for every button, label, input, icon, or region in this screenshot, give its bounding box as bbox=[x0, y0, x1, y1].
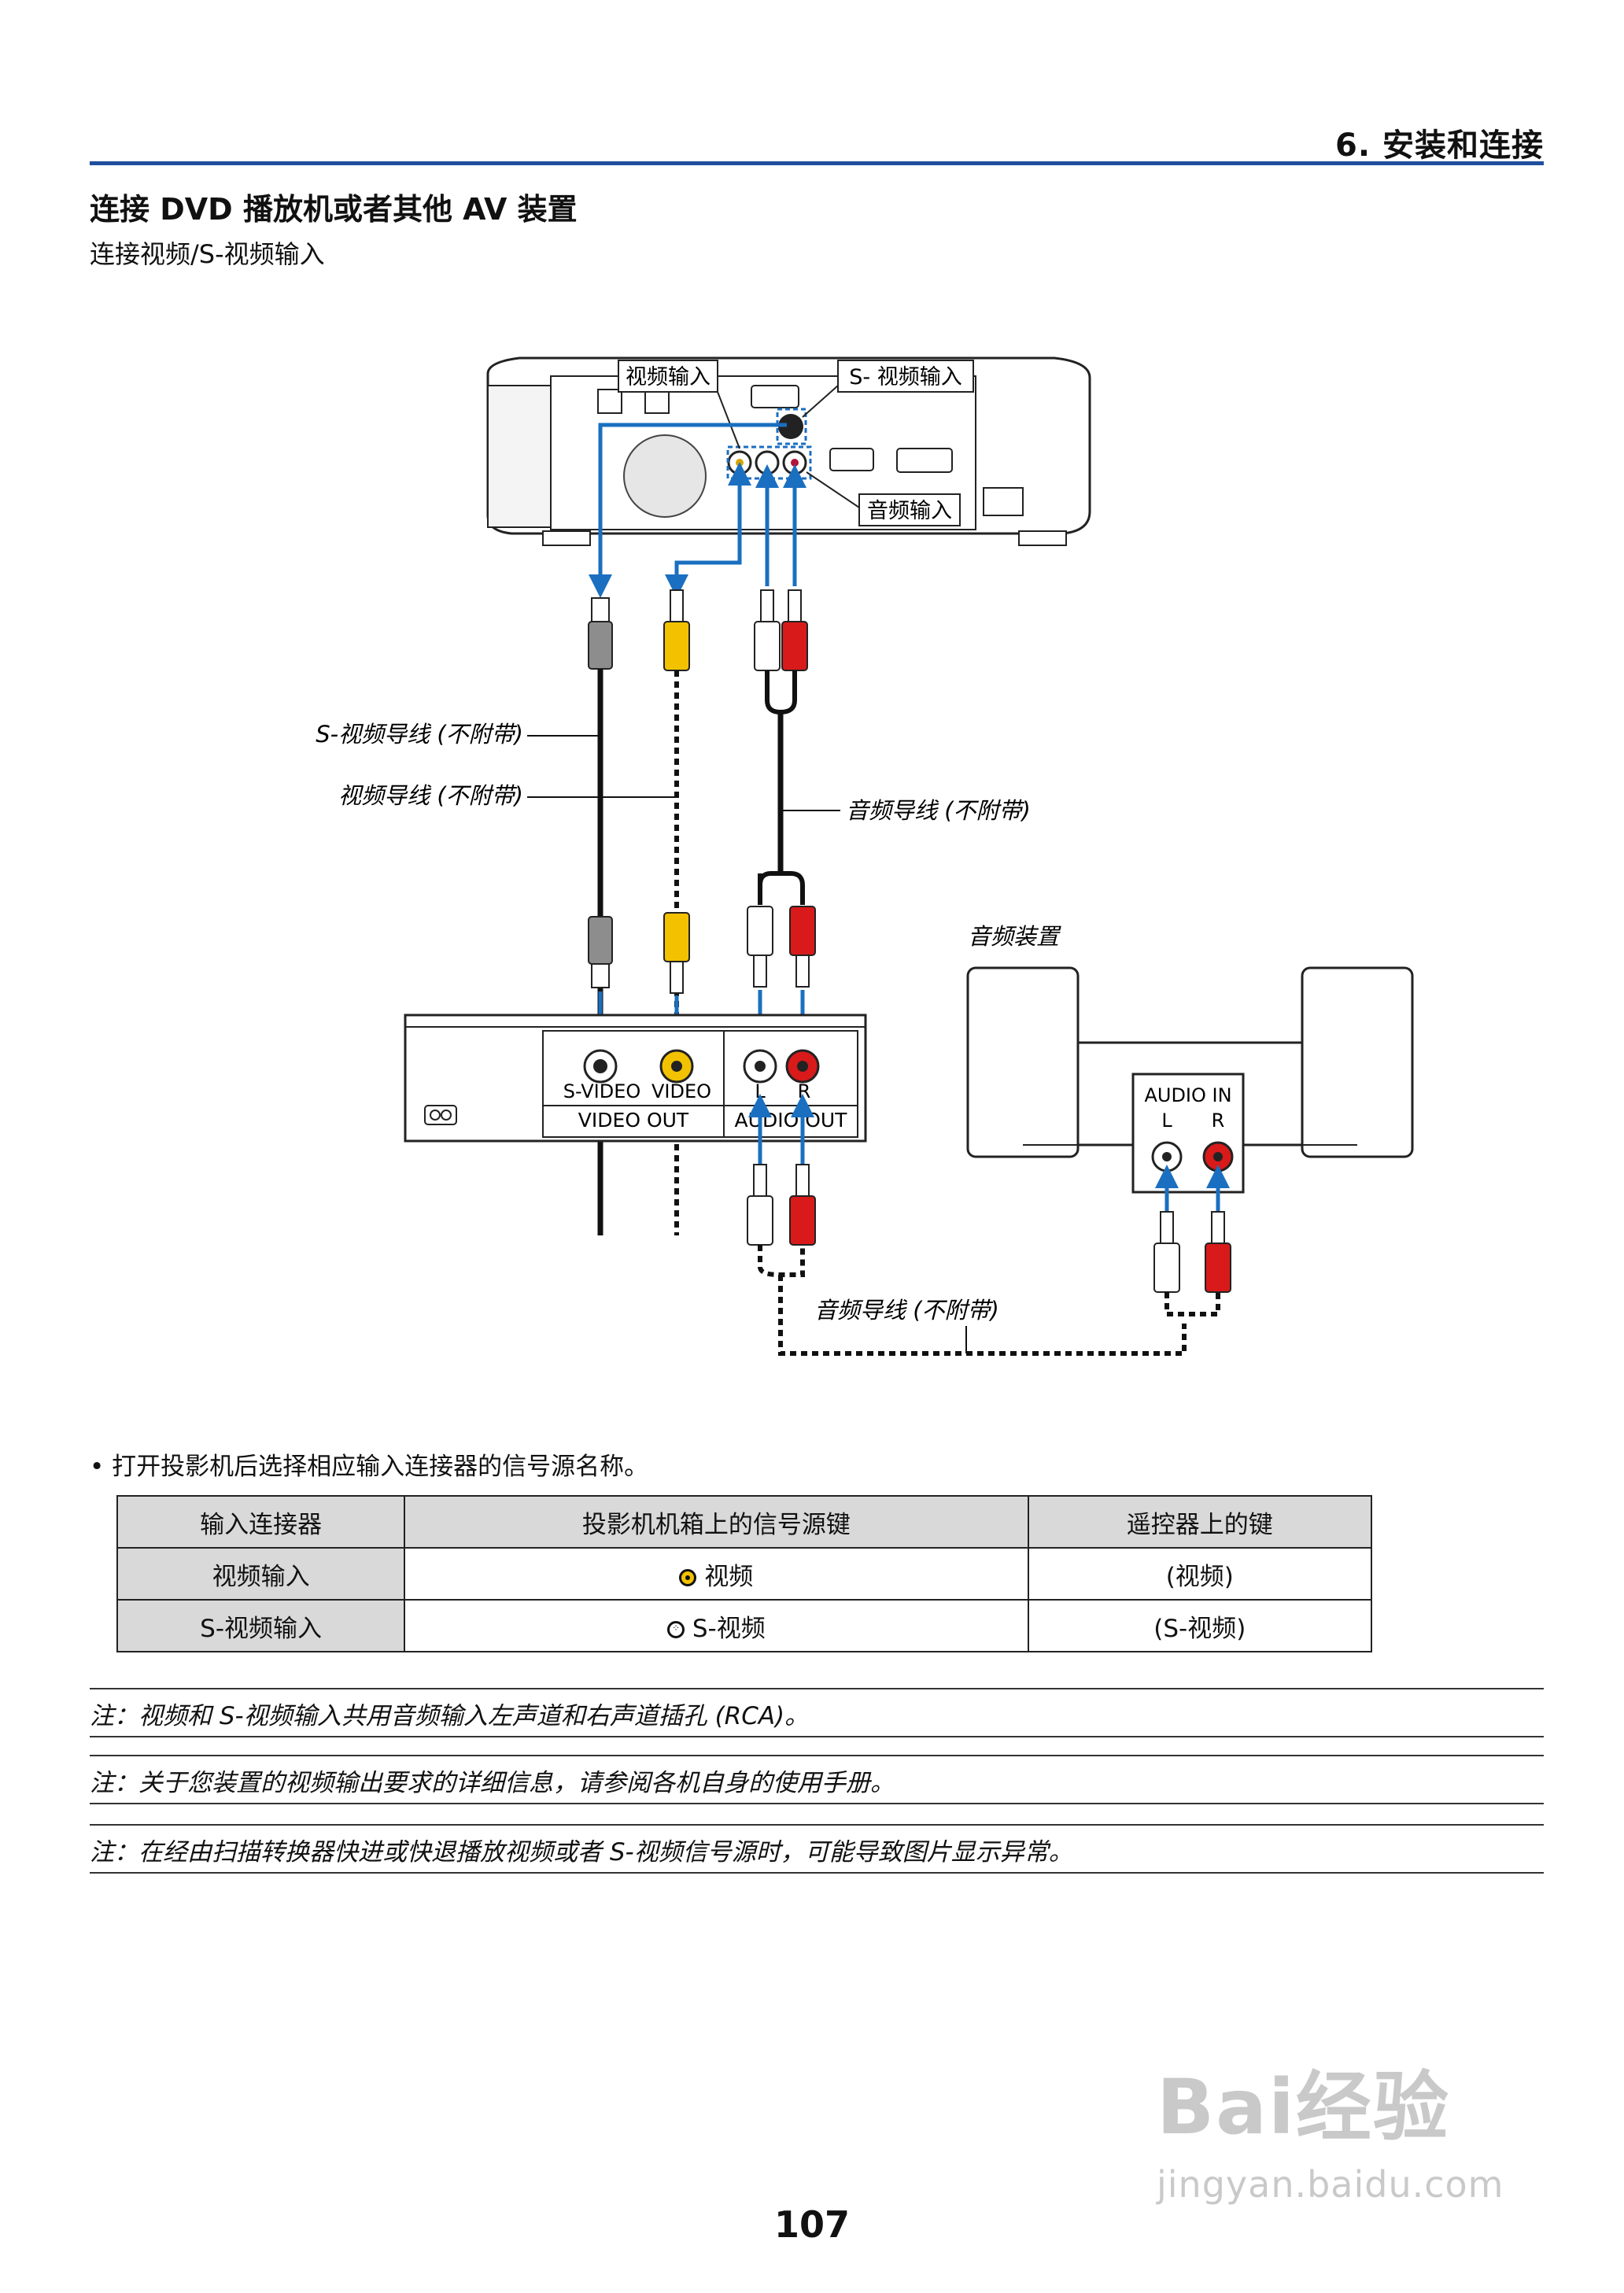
projector-svideo-port bbox=[778, 414, 803, 439]
audio-in-label: 音频输入 bbox=[867, 499, 952, 523]
audio-device-arrows bbox=[1155, 1165, 1230, 1212]
dvd-l-label: L bbox=[755, 1080, 766, 1102]
video-jack-icon bbox=[679, 1569, 697, 1586]
dashed-audio-cable bbox=[758, 1245, 1187, 1356]
table-row: 视频输入 视频 (视频) bbox=[116, 1547, 1373, 1601]
audio-device-plugs bbox=[1153, 1211, 1231, 1316]
top-plugs bbox=[588, 589, 808, 671]
dvd-audio-plugs bbox=[747, 1164, 816, 1246]
note-3: 注：在经由扫描转换器快进或快退播放视频或者 S-视频信号源时，可能导致图片显示异… bbox=[90, 1824, 1544, 1874]
note-1: 注：视频和 S-视频输入共用音频输入左声道和右声道插孔 (RCA)。 bbox=[90, 1688, 1544, 1737]
page-number: 107 bbox=[773, 2203, 851, 2246]
projector: 视频输入 S- 视频输入 音频输入 bbox=[486, 356, 1091, 546]
dvd-video-label: VIDEO bbox=[651, 1080, 711, 1102]
connection-diagram: 视频输入 S- 视频输入 音频输入 S-视频导线 (不附带) 视频 bbox=[316, 356, 1414, 1356]
source-key-table: 输入连接器 投影机机箱上的信号源键 遥控器上的键 视频输入 视频 (视频) S-… bbox=[116, 1495, 1373, 1652]
dvd-player: S-VIDEO VIDEO L R VIDEO OUT AUDIO OUT bbox=[404, 1014, 867, 1143]
projector-connections bbox=[589, 423, 806, 598]
table-header: 投影机机箱上的信号源键 bbox=[404, 1495, 1029, 1549]
remote-key-cell: (视频) bbox=[1027, 1547, 1373, 1601]
chapter-heading: 6. 安装和连接 bbox=[1335, 127, 1544, 164]
cabinet-key-cell: 视频 bbox=[404, 1547, 1029, 1601]
note-2: 注：关于您装置的视频输出要求的详细信息，请参阅各机自身的使用手册。 bbox=[90, 1755, 1544, 1804]
dvd-video-out-label: VIDEO OUT bbox=[578, 1109, 689, 1132]
remote-key-cell: (S-视频) bbox=[1027, 1599, 1373, 1652]
connector-cell: S-视频输入 bbox=[116, 1599, 406, 1652]
video-cable-label: 视频导线 (不附带) bbox=[338, 782, 523, 809]
audio-device-l-label: L bbox=[1161, 1110, 1172, 1132]
svideo-cable-label: S-视频导线 (不附带) bbox=[316, 721, 523, 748]
audio-cable-label: 音频导线 (不附带) bbox=[846, 797, 1031, 824]
dvd-r-label: R bbox=[798, 1080, 811, 1102]
header-divider bbox=[90, 161, 1544, 165]
section-title: 连接 DVD 播放机或者其他 AV 装置 bbox=[90, 192, 578, 227]
instruction-bullet: • 打开投影机后选择相应输入连接器的信号源名称。 bbox=[90, 1453, 649, 1481]
dvd-audio-out-label: AUDIO OUT bbox=[735, 1109, 848, 1132]
projector-audio-l-port bbox=[755, 450, 780, 475]
baidu-watermark: Bai经验 jingyan.baidu.com bbox=[1157, 2063, 1504, 2206]
section-subtitle: 连接视频/S-视频输入 bbox=[90, 239, 325, 269]
video-in-label: 视频输入 bbox=[626, 365, 710, 390]
audio-device-label: 音频装置 bbox=[968, 923, 1061, 950]
cabinet-key-cell: ⁘ S-视频 bbox=[404, 1599, 1029, 1652]
dvd-svideo-label: S-VIDEO bbox=[563, 1080, 641, 1102]
audio-device: AUDIO IN L R bbox=[966, 966, 1414, 1194]
audio-cable-label-2: 音频导线 (不附带) bbox=[814, 1297, 999, 1324]
table-header: 遥控器上的键 bbox=[1027, 1495, 1373, 1549]
svideo-in-label: S- 视频输入 bbox=[849, 365, 961, 390]
table-header-row: 输入连接器 投影机机箱上的信号源键 遥控器上的键 bbox=[116, 1495, 1373, 1549]
audio-in-device-label: AUDIO IN bbox=[1144, 1084, 1231, 1106]
table-row: S-视频输入 ⁘ S-视频 (S-视频) bbox=[116, 1599, 1373, 1652]
lower-plugs bbox=[588, 906, 816, 994]
svideo-jack-icon: ⁘ bbox=[667, 1621, 685, 1638]
audio-device-r-label: R bbox=[1212, 1110, 1225, 1132]
dvd-audio-out-arrows bbox=[748, 1094, 814, 1165]
connector-cell: 视频输入 bbox=[116, 1547, 406, 1601]
table-header: 输入连接器 bbox=[116, 1495, 406, 1549]
